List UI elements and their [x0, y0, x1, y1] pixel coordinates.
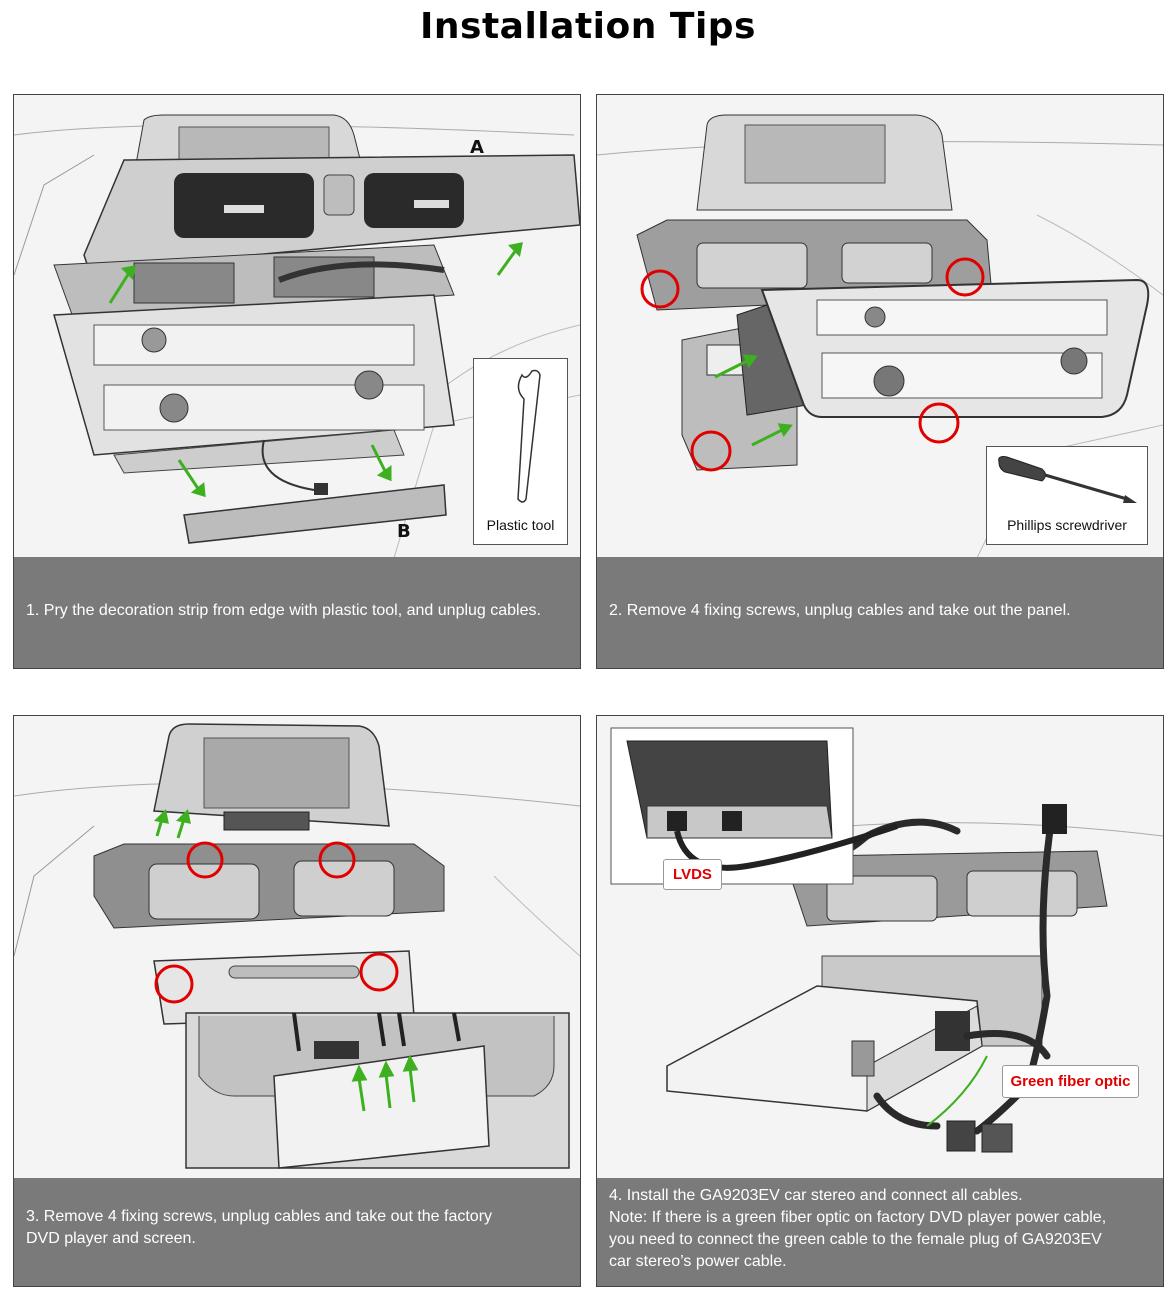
screwdriver-icon [998, 456, 1137, 503]
step-3-caption-line-1: 3. Remove 4 fixing screws, unplug cables… [26, 1208, 493, 1225]
step-4-caption-line-2: Note: If there is a green fiber optic on… [609, 1209, 1107, 1226]
step-3-illustration [14, 716, 580, 1180]
step-4-caption-line-3: you need to connect the green cable to t… [609, 1231, 1102, 1248]
step-3-panel: 3. Remove 4 fixing screws, unplug cables… [13, 715, 581, 1287]
page-title: Installation Tips [420, 6, 756, 47]
green-fiber-optic-tag: Green fiber optic [1002, 1065, 1139, 1098]
plastic-tool-box: Plastic tool [473, 358, 568, 545]
step-1-illustration [14, 95, 580, 558]
step-3-caption-line-2: DVD player and screen. [26, 1230, 196, 1247]
step-2-panel: Phillips screwdriver 2. Remove 4 fixing … [596, 94, 1164, 669]
label-a: A [470, 137, 484, 158]
plastic-tool-icon [517, 369, 541, 503]
lvds-tag: LVDS [663, 859, 722, 890]
step-4-illustration [597, 716, 1163, 1180]
screwdriver-label: Phillips screwdriver [1007, 517, 1127, 533]
step-2-caption: 2. Remove 4 fixing screws, unplug cables… [597, 557, 1163, 668]
label-b: B [397, 521, 411, 542]
step-3-caption: 3. Remove 4 fixing screws, unplug cables… [14, 1178, 580, 1286]
step-4-caption-line-1: 4. Install the GA9203EV car stereo and c… [609, 1187, 1023, 1204]
step-1-caption-text: 1. Pry the decoration strip from edge wi… [26, 602, 541, 619]
step-4-caption: 4. Install the GA9203EV car stereo and c… [597, 1178, 1163, 1286]
step-2-illustration [597, 95, 1163, 558]
step-1-caption: 1. Pry the decoration strip from edge wi… [14, 557, 580, 668]
screwdriver-box: Phillips screwdriver [986, 446, 1148, 545]
step-4-caption-line-4: car stereo’s power cable. [609, 1253, 787, 1270]
step-2-caption-text: 2. Remove 4 fixing screws, unplug cables… [609, 602, 1071, 619]
step-1-panel: A B Plastic tool 1. Pry the decoration s… [13, 94, 581, 669]
step-4-panel: LVDS Green fiber optic 4. Install the GA… [596, 715, 1164, 1287]
plastic-tool-label: Plastic tool [486, 517, 555, 533]
